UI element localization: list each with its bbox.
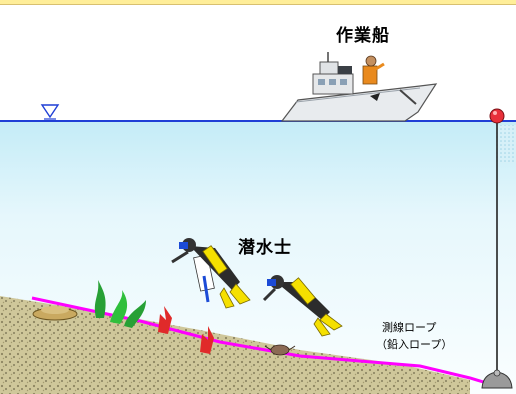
work-ship bbox=[280, 52, 438, 122]
diver-label: 潜水士 bbox=[238, 238, 292, 258]
seaweed-cluster bbox=[94, 280, 146, 328]
ship-label: 作業船 bbox=[336, 26, 390, 46]
top-band bbox=[0, 0, 516, 4]
rock-fish bbox=[32, 306, 78, 321]
rope-sublabel: （鉛入ロープ） bbox=[376, 338, 453, 351]
water-level-triangle-icon bbox=[40, 104, 60, 120]
red-coral bbox=[158, 306, 214, 354]
diver-2 bbox=[262, 275, 343, 337]
rope-label: 測線ロープ bbox=[382, 321, 437, 334]
diver-1 bbox=[171, 238, 251, 309]
top-band-edge bbox=[0, 4, 516, 5]
buoy-icon bbox=[489, 108, 505, 124]
crab bbox=[264, 344, 296, 356]
buoy-shading bbox=[496, 125, 516, 163]
survey-rope bbox=[31, 296, 491, 386]
anchor-weight-icon bbox=[481, 369, 513, 389]
